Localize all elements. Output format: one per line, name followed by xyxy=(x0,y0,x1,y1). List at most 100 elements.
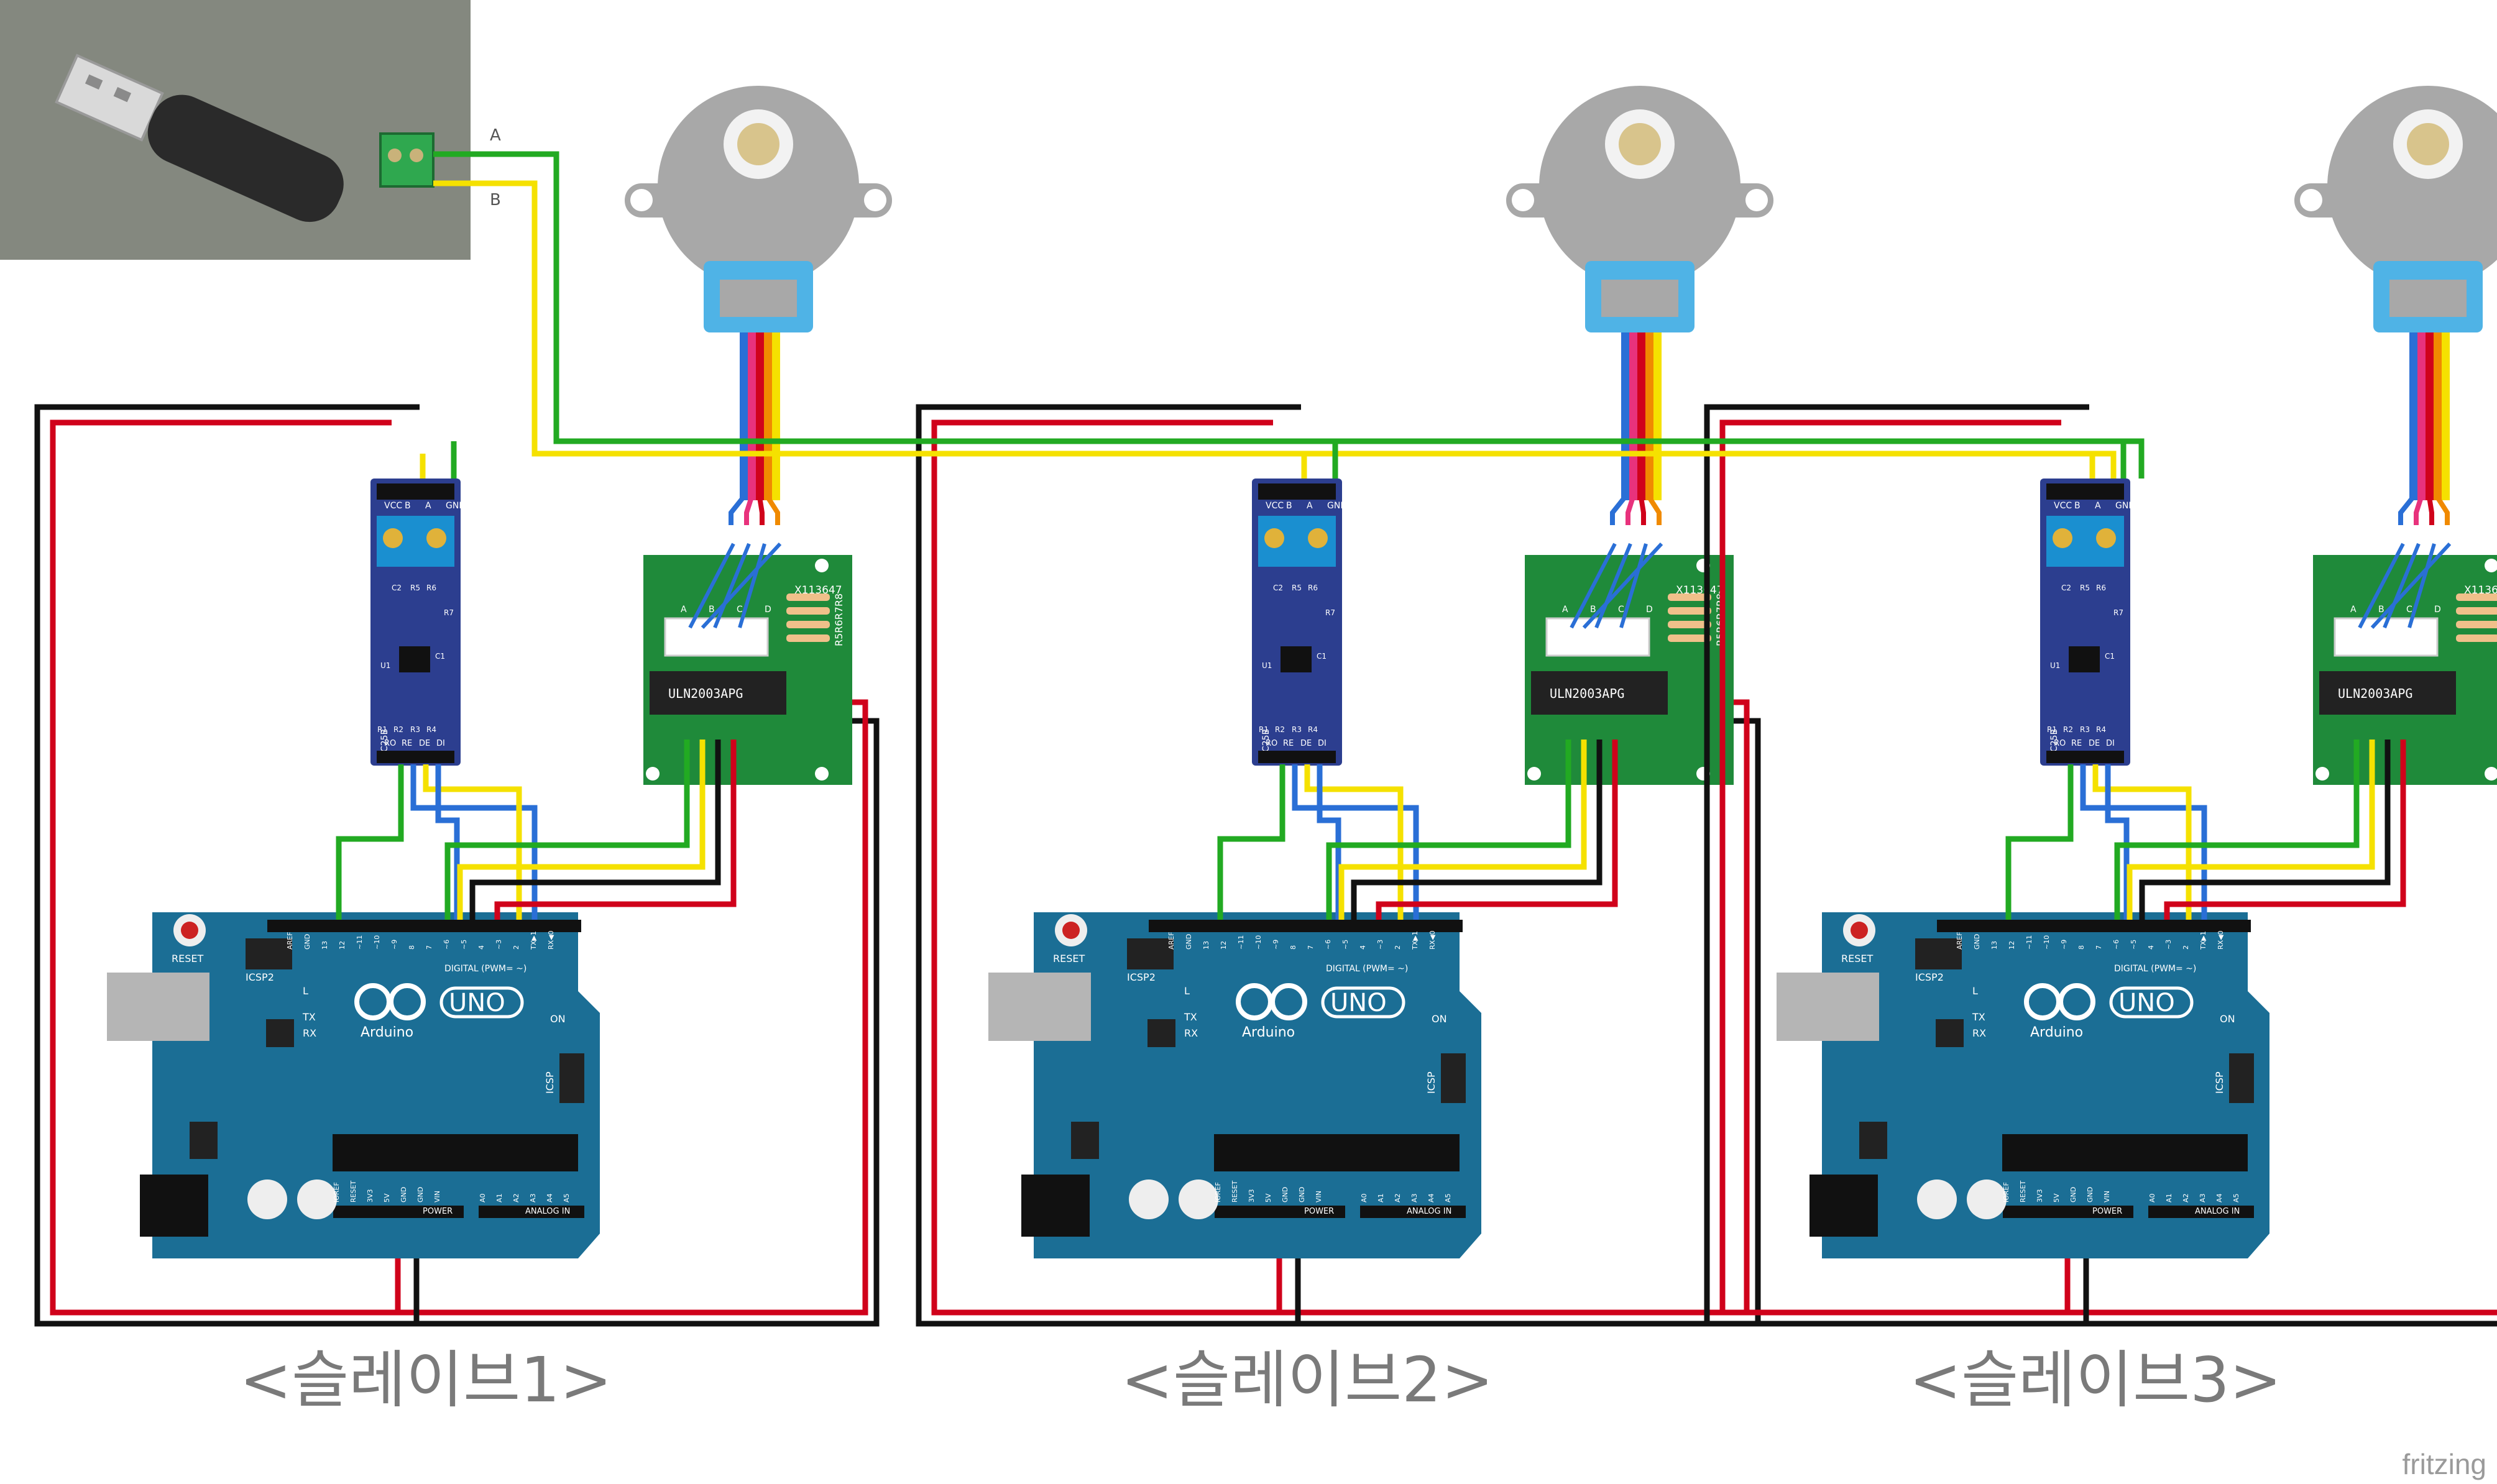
motor-lead-crossing-wire xyxy=(1619,543,1648,628)
rs485-data-pin-label: RO xyxy=(384,739,396,748)
icsp-header xyxy=(2229,1053,2254,1103)
digital-header xyxy=(1149,920,1463,932)
power-pin-label: 5V xyxy=(2053,1193,2061,1202)
tx-led-label: TX xyxy=(1972,1011,1985,1023)
stepper-motor xyxy=(2294,86,2497,500)
reset-button-core xyxy=(181,922,198,939)
rs485-re-wire xyxy=(2080,764,2207,920)
motor-lead-wire xyxy=(2442,332,2450,500)
power-pin-label: GND xyxy=(1298,1187,1306,1202)
motor-lead-wire xyxy=(765,495,780,525)
driver-resistor-label: R5R6R7R8 xyxy=(833,593,845,646)
stepper-motor xyxy=(1506,86,1773,500)
rs485-chip-icon xyxy=(2069,646,2100,672)
rs485-component-label: R2 xyxy=(2063,725,2073,734)
driver-pin-label: B xyxy=(709,605,715,615)
digital-pin-label: 4 xyxy=(477,945,485,950)
rs485-pin-label: VCC xyxy=(1266,501,1284,511)
power-header xyxy=(2003,1206,2133,1218)
digital-pin-label: ~3 xyxy=(1376,940,1384,950)
tx-led-label: TX xyxy=(302,1011,316,1023)
analog-label: ANALOG IN xyxy=(525,1207,570,1216)
rs485-header-top xyxy=(2046,483,2124,500)
on-led-label: ON xyxy=(1432,1013,1447,1025)
digital-pin-label: ~11 xyxy=(2025,935,2033,950)
l-led-label: L xyxy=(1972,985,1978,997)
rs485-pin-label: GND xyxy=(2115,501,2135,511)
rs485-component-label: U1 xyxy=(380,661,390,670)
digital-label: DIGITAL (PWM= ~) xyxy=(1326,964,1408,974)
rs485-component-label: R1 xyxy=(377,725,387,734)
digital-pin-label: TX▶1 xyxy=(1411,931,1419,950)
reset-label: RESET xyxy=(172,953,203,964)
driver-part-label: X113647 xyxy=(2464,584,2497,597)
rs485-ro-wire xyxy=(336,764,404,920)
rx-led-label: RX xyxy=(303,1027,316,1039)
driver-in4-wire xyxy=(494,740,737,920)
digital-pin-label: AREF xyxy=(286,932,294,950)
atmega-chip-icon xyxy=(333,1134,578,1171)
analog-pin-label: A2 xyxy=(1394,1193,1402,1202)
analog-pin-label: A3 xyxy=(529,1193,537,1202)
mount-hole-icon xyxy=(646,767,660,781)
rx-led-label: RX xyxy=(1972,1027,1986,1039)
digital-pin-label: 13 xyxy=(321,941,329,950)
power-pin-label: VIN xyxy=(433,1191,441,1202)
rs485-header-bottom xyxy=(377,751,454,763)
rs485-data-pin-label: RO xyxy=(2054,739,2066,748)
rs485-data-pin-label: RE xyxy=(402,739,412,748)
screw-icon xyxy=(2096,528,2116,548)
tx-led-label: TX xyxy=(1184,1011,1197,1023)
mount-hole-icon xyxy=(1512,189,1534,211)
rs485-ro-wire xyxy=(1217,764,1285,920)
rs485-di-wire xyxy=(423,764,522,920)
motor-lead-wire xyxy=(1639,497,1646,525)
motor-lead-crossing-wire xyxy=(738,543,766,628)
motor-lead-crossing-wire xyxy=(1582,542,1663,630)
rs485-pin-label: A xyxy=(1307,501,1313,511)
resistor-icon xyxy=(786,593,830,601)
analog-pin-label: A0 xyxy=(479,1193,487,1202)
rs485-component-label: R7 xyxy=(2113,608,2123,617)
motor-lead-wire xyxy=(2426,332,2434,500)
screw-icon xyxy=(383,528,403,548)
resistor-icon xyxy=(1668,593,1711,601)
rs485-chip-icon xyxy=(1281,646,1312,672)
digital-label: DIGITAL (PWM= ~) xyxy=(444,964,527,974)
on-led-label: ON xyxy=(2220,1013,2235,1025)
rs485-de-wire xyxy=(1317,764,1341,920)
mount-hole-icon xyxy=(2300,189,2322,211)
resistor-icon xyxy=(2456,607,2497,615)
motor-lead-crossing-wire xyxy=(1570,543,1617,629)
on-led-label: ON xyxy=(550,1013,566,1025)
rs485-header-top xyxy=(1258,483,1336,500)
digital-pin-label: ~6 xyxy=(443,940,451,950)
resistor-icon xyxy=(786,634,830,642)
motor-lead-crossing-wire xyxy=(2383,543,2421,629)
rs485-component-label: U1 xyxy=(1262,661,1272,670)
analog-pin-label: A3 xyxy=(2199,1193,2207,1202)
driver-board xyxy=(1525,555,1734,785)
driver-part-label: X113647 xyxy=(794,584,842,597)
rs485-component-label: U1 xyxy=(2050,661,2060,670)
regulator-icon xyxy=(1859,1122,1887,1159)
mount-hole-icon xyxy=(630,189,653,211)
analog-pin-label: A5 xyxy=(1444,1193,1452,1202)
rs485-data-pin-label: DE xyxy=(1300,739,1312,748)
digital-pin-label: AREF xyxy=(1167,932,1175,950)
resistor-icon xyxy=(2456,593,2497,601)
digital-pin-label: 4 xyxy=(2147,945,2155,950)
regulator-icon xyxy=(1071,1122,1099,1159)
driver-pin-label: D xyxy=(2434,605,2441,615)
power-loop-wire xyxy=(50,419,868,1316)
rs485-component-label: R1 xyxy=(2047,725,2057,734)
digital-pin-label: RX◀0 xyxy=(1428,930,1437,950)
motor-shaft-icon xyxy=(1619,123,1661,165)
power-pin-label: GND xyxy=(416,1187,425,1202)
analog-pin-label: A0 xyxy=(2148,1193,2156,1202)
